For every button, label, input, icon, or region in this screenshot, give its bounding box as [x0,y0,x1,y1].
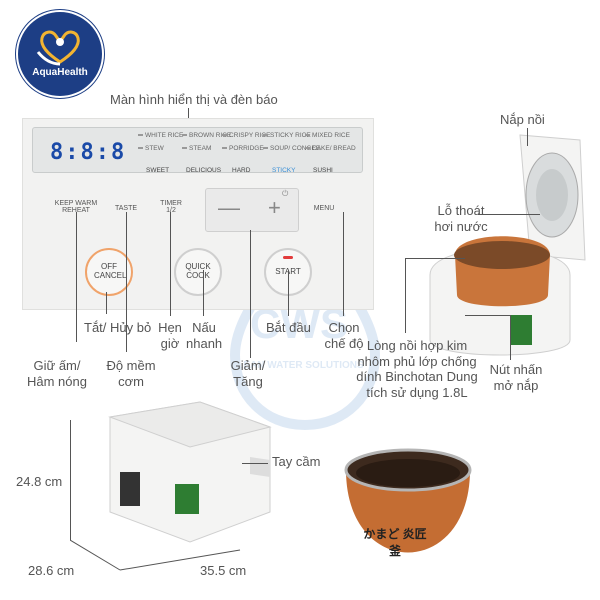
mode-hard: HARD [232,167,251,174]
quick-leader [203,270,204,316]
menu-column-5: MIXED RICE CAKE/ BREAD [305,132,356,153]
timer-leader [170,212,171,316]
watermark-text: CLEAN WATER SOLUTIONS [230,360,364,371]
dimension-height: 24.8 cm [16,474,63,489]
plus-button[interactable]: + [268,195,281,220]
start-leader [288,270,289,316]
callout-off: Tắt/ Hủy bỏ [84,320,152,335]
dimension-width: 35.5 cm [200,563,247,578]
power-icon: ⏻ [282,189,289,198]
mode-delicious: DELICIOUS [186,167,222,174]
inner-pot-illustration [344,448,472,553]
menu-column-2: BROWN RICE STEAM [182,132,231,153]
mode-sweet: SWEET [146,167,170,174]
inner-pot-leader-h [405,258,465,259]
callout-keep-warm: Giữ ấm/ Hâm nóng [27,358,87,389]
callout-taste: Độ mềm cơm [106,358,156,389]
minus-button[interactable]: — [218,195,240,220]
closed-cooker-illustration [108,401,272,543]
vent-leader [478,214,540,215]
off-leader [106,292,107,314]
timer-button[interactable]: TIMER 1/2 [160,200,182,215]
mode-sushi: SUSHI [313,167,333,174]
height-line [70,420,71,540]
menu-column-4: STICKY RICE SOUP/ CONGEE [263,132,320,153]
callout-menu: Chọn chế độ [324,320,364,351]
menu-button[interactable]: MENU [313,205,335,212]
brand-logo: AquaHealth [16,10,104,98]
inner-pot-leader-v [405,258,406,333]
water-drop-icon [229,215,381,431]
pot-print: かまど 炎匠釜 [363,527,427,558]
lcd-digits: 8:8:8 [50,140,127,165]
keep-warm-button[interactable]: KEEP WARM REHEAT [54,200,98,215]
callout-lid: Nắp nồi [500,112,545,127]
callout-start: Bắt đầu [266,320,311,335]
open-cooker-illustration [429,134,586,356]
handle-leader [242,463,268,464]
callout-timer: Hẹn giờ [158,320,182,351]
callout-handle: Tay cầm [272,454,321,469]
quick-cook-button[interactable]: QUICK COOK [174,248,222,296]
panel-title: Màn hình hiển thị và đèn báo [110,92,278,107]
keep-warm-leader [76,212,77,342]
taste-button[interactable]: TASTE [114,205,138,212]
mode-sticky: STICKY [272,167,296,174]
taste-leader [126,212,127,352]
lid-leader [527,128,528,146]
callout-adjust: Giảm/ Tăng [230,358,266,389]
start-indicator [283,256,293,259]
dimension-depth: 28.6 cm [28,563,75,578]
heart-hands-icon [36,30,80,66]
release-leader-v [510,315,511,360]
callout-inner-pot: Lòng nồi hợp kim nhôm phủ lớp chống dính… [356,338,478,400]
callout-quick: Nấu nhanh [186,320,223,351]
callout-release: Nút nhấn mở nắp [489,362,543,393]
callout-vent: Lỗ thoát hơi nước [434,203,488,234]
adjust-buttons: — + ⏻ [205,188,299,232]
menu-column-1: WHITE RICE STEW [138,132,183,153]
menu-column-3: CRISPY RICE PORRIDGE [222,132,270,153]
menu-leader [343,212,344,316]
panel-title-leader [188,108,189,120]
release-leader-h [465,315,510,316]
depth-width-lines [70,540,241,571]
off-cancel-button[interactable]: OFF CANCEL [85,248,133,296]
brand-name: AquaHealth [32,67,88,78]
adjust-leader [250,230,251,358]
